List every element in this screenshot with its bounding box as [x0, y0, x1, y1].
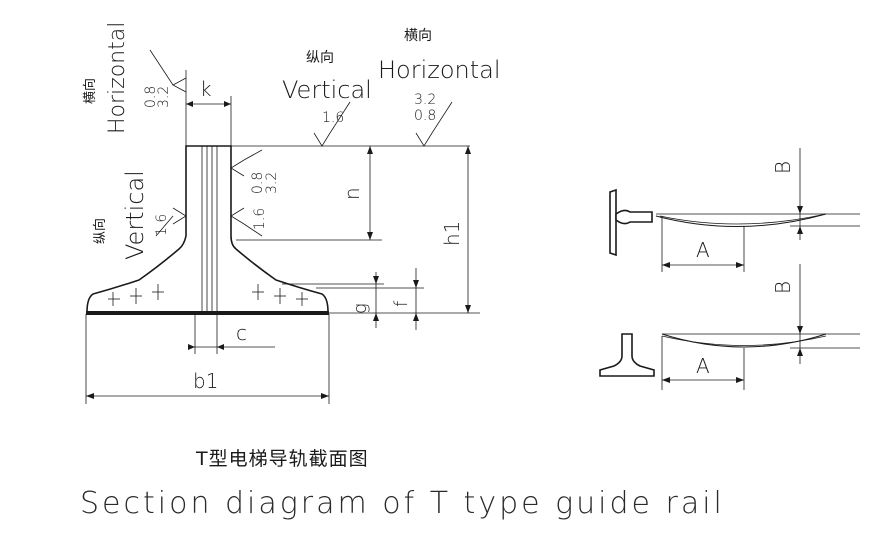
detail-upper-label-B: B [771, 161, 795, 174]
roughness-blade-right-vertical-value: 1.6 [252, 208, 268, 230]
dim-label-c: c [236, 321, 247, 345]
roughness-blade-right-horizontal: 0.8 3.2 [230, 149, 280, 194]
roughness-top-vertical: 1.6 Vertical 纵向 [282, 50, 372, 147]
roughness-top-left-horizontal-cn: 横向 [82, 78, 98, 104]
detail-upper-rail-blade [615, 209, 653, 225]
caption-chinese: T型电梯导轨截面图 [196, 448, 369, 470]
roughness-blade-right-value-2: 3.2 [264, 172, 280, 194]
detail-lower: A B [599, 264, 860, 390]
roughness-top-left: 3.2 0.8 Horizontal 横向 [82, 22, 187, 134]
detail-lower-rail [599, 333, 655, 377]
roughness-top-horizontal: 3.2 0.8 Horizontal 横向 [378, 28, 501, 147]
roughness-blade-right-value-1: 0.8 [250, 172, 266, 194]
roughness-top-vertical-cn: 纵向 [306, 50, 334, 66]
dim-label-k: k [200, 77, 212, 101]
roughness-blade-left-vertical: 1.6 Vertical 纵向 [92, 170, 187, 260]
detail-upper: A B [609, 148, 860, 272]
roughness-top-horizontal-cn: 横向 [404, 28, 432, 44]
roughness-top-horizontal-value-1: 3.2 [414, 92, 436, 108]
dimension-c: c [188, 312, 275, 354]
dimension-h1: h1 [329, 146, 480, 314]
dim-label-f: f [391, 300, 412, 307]
dim-label-b1: b1 [193, 369, 218, 393]
roughness-blade-left-vertical-en: Vertical [121, 170, 149, 260]
dimension-b1: b1 [85, 314, 330, 404]
dimension-k: k [185, 70, 232, 146]
dim-label-n: n [340, 187, 364, 200]
detail-upper-rail-foot [609, 188, 617, 257]
roughness-blade-right-vertical: 1.6 [230, 207, 268, 237]
caption-english: Section diagram of T type guide rail [80, 486, 725, 521]
roughness-top-vertical-value: 1.6 [322, 110, 344, 126]
roughness-blade-left-vertical-cn: 纵向 [92, 218, 108, 244]
dim-label-g: g [350, 303, 371, 314]
roughness-top-horizontal-en: Horizontal [378, 56, 501, 84]
detail-lower-label-A: A [696, 354, 710, 378]
roughness-top-horizontal-value-2: 0.8 [414, 108, 436, 124]
dimension-g: g [282, 272, 384, 328]
dimension-n: n [231, 145, 470, 241]
detail-lower-label-B: B [771, 281, 795, 294]
roughness-top-vertical-en: Vertical [282, 76, 372, 104]
dimension-f: f [316, 268, 424, 330]
roughness-top-left-value-2: 0.8 [143, 86, 159, 108]
foot-hatch [108, 284, 308, 306]
dim-label-h1: h1 [440, 221, 464, 246]
roughness-blade-left-vertical-value: 1.6 [154, 214, 170, 236]
detail-upper-label-A: A [696, 238, 710, 262]
roughness-top-left-value-1: 3.2 [156, 86, 172, 108]
t-rail-profile [86, 145, 329, 315]
roughness-top-left-horizontal-en: Horizontal [105, 22, 130, 134]
